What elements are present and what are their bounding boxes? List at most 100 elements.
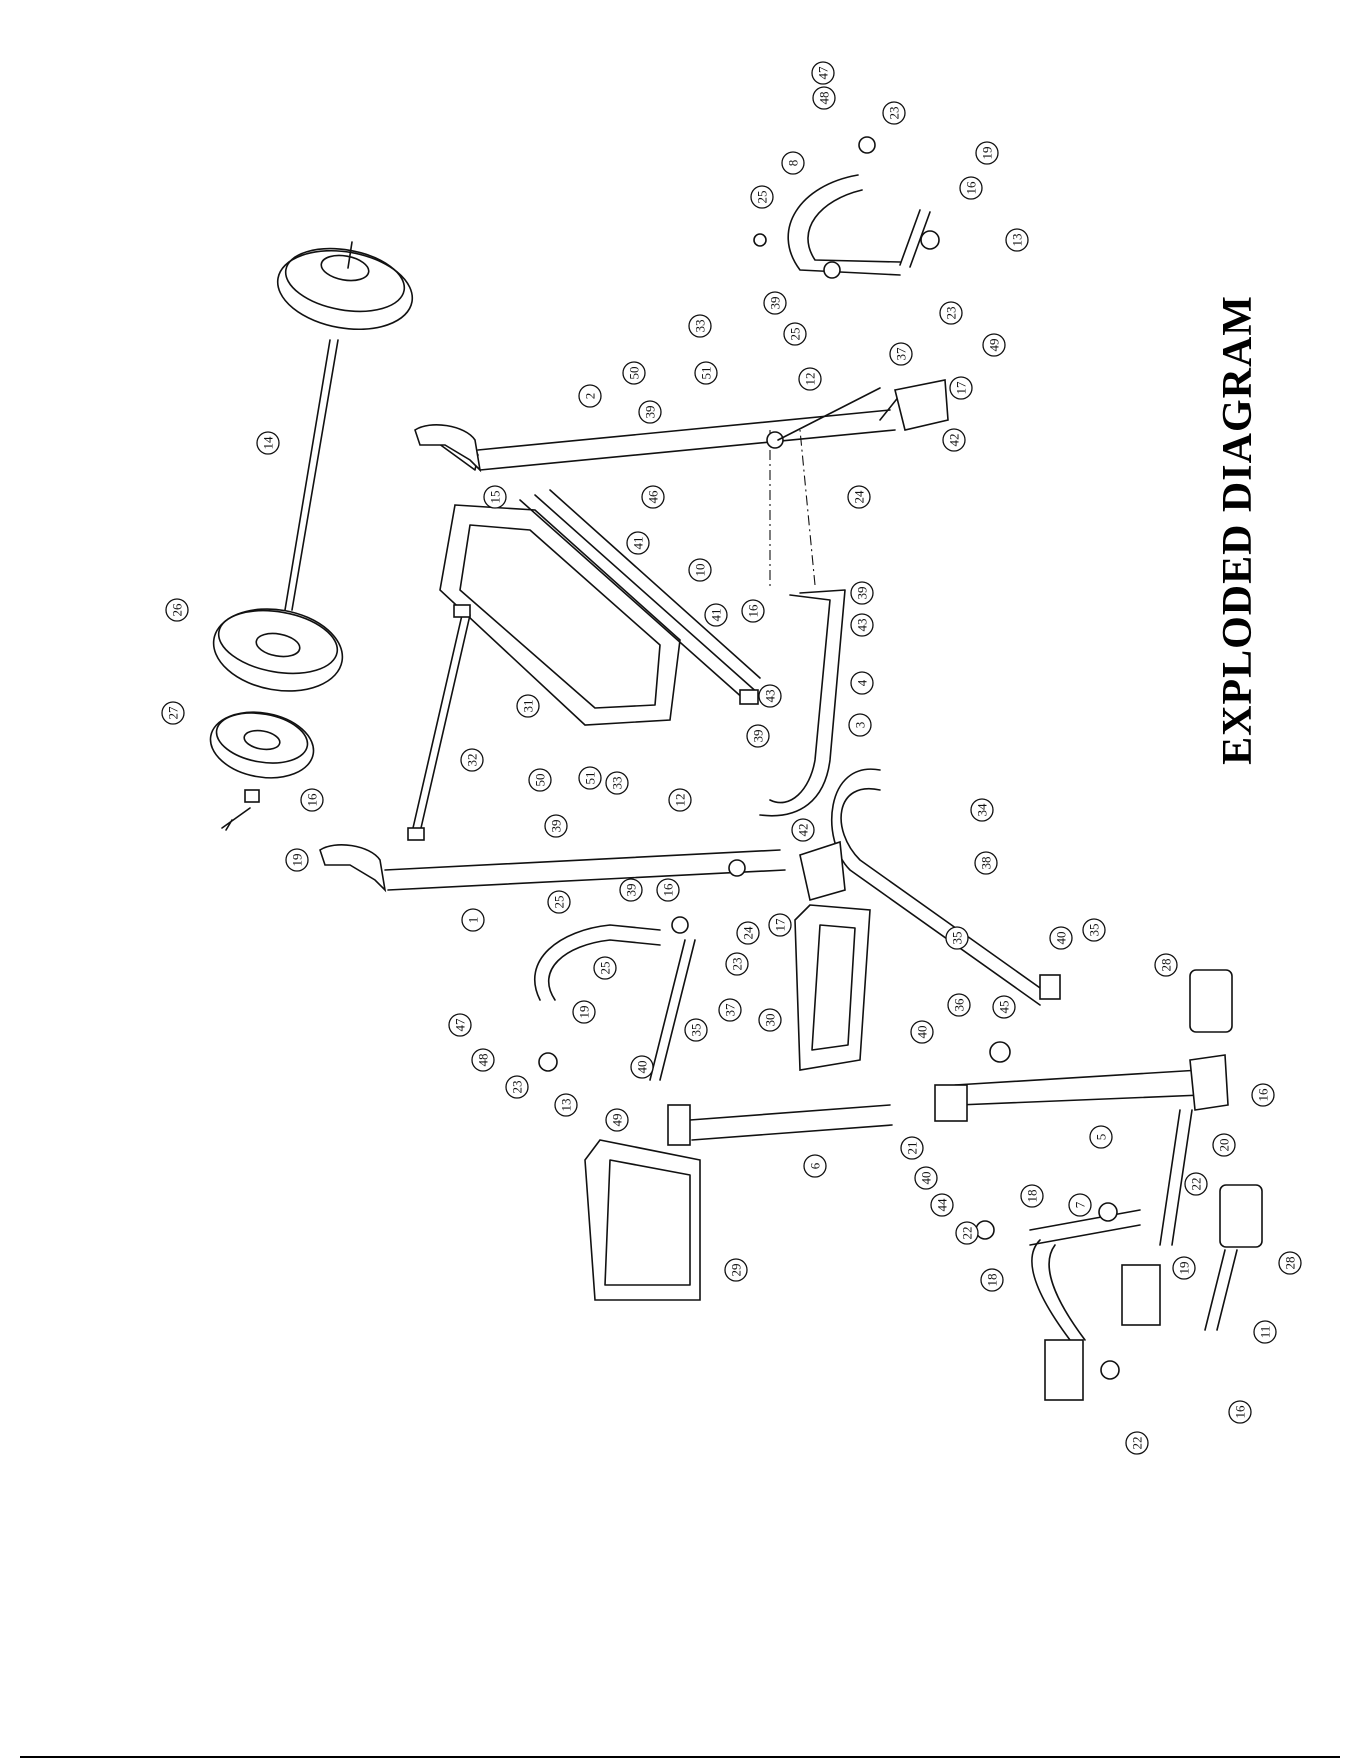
callout: 39 (764, 292, 786, 314)
callout: 40 (915, 1167, 937, 1189)
callout: 20 (1213, 1134, 1235, 1156)
callout: 28 (1279, 1252, 1301, 1274)
callout: 27 (162, 702, 184, 724)
svg-text:16: 16 (964, 181, 979, 195)
svg-text:39: 39 (624, 884, 639, 897)
svg-text:48: 48 (476, 1054, 491, 1067)
svg-text:38: 38 (979, 857, 994, 870)
svg-text:37: 37 (894, 347, 909, 361)
svg-text:47: 47 (816, 66, 831, 80)
callout: 51 (695, 362, 717, 384)
callout: 34 (971, 799, 993, 821)
rollers-28 (1160, 970, 1262, 1330)
svg-text:28: 28 (1159, 959, 1174, 972)
barbell-bar (292, 340, 338, 610)
callout: 49 (983, 334, 1005, 356)
svg-text:16: 16 (1256, 1088, 1271, 1102)
callout: 31 (517, 695, 539, 717)
callout: 23 (940, 302, 962, 324)
svg-text:16: 16 (305, 793, 320, 807)
callout: 21 (901, 1137, 923, 1159)
svg-text:25: 25 (552, 896, 567, 909)
svg-text:6: 6 (808, 1162, 823, 1169)
arm-lower (535, 925, 695, 1080)
callout: 19 (286, 849, 308, 871)
svg-text:22: 22 (960, 1227, 975, 1240)
svg-text:16: 16 (661, 883, 676, 897)
callout: 4 (851, 672, 873, 694)
svg-text:42: 42 (947, 434, 962, 447)
callout: 16 (1252, 1084, 1274, 1106)
svg-text:48: 48 (817, 92, 832, 105)
callout: 39 (851, 582, 873, 604)
svg-text:51: 51 (699, 367, 714, 380)
page-bottom-rule (20, 1756, 1340, 1758)
svg-text:15: 15 (488, 491, 503, 504)
svg-text:50: 50 (533, 774, 548, 787)
svg-text:43: 43 (855, 619, 870, 632)
callout: 16 (742, 600, 764, 622)
svg-text:4: 4 (855, 679, 870, 686)
svg-text:39: 39 (855, 587, 870, 600)
callout: 48 (472, 1049, 494, 1071)
svg-text:12: 12 (803, 373, 818, 386)
svg-text:20: 20 (1217, 1139, 1232, 1152)
callout: 41 (705, 604, 727, 626)
svg-text:7: 7 (1073, 1201, 1088, 1208)
svg-text:2: 2 (583, 393, 598, 400)
callout: 17 (950, 377, 972, 399)
callout: 23 (883, 102, 905, 124)
callout: 50 (623, 362, 645, 384)
callout: 35 (1083, 919, 1105, 941)
svg-text:18: 18 (985, 1274, 1000, 1287)
svg-text:25: 25 (788, 328, 803, 341)
callout: 33 (689, 315, 711, 337)
svg-text:35: 35 (1087, 924, 1102, 937)
callout: 39 (620, 879, 642, 901)
svg-text:40: 40 (919, 1172, 934, 1185)
svg-text:23: 23 (944, 307, 959, 320)
svg-text:1: 1 (466, 917, 481, 924)
title-region: EXPLODED DIAGRAM (1208, 210, 1268, 850)
foot-cap-17b (800, 842, 845, 900)
roller-28-top (1190, 970, 1232, 1032)
barbell-assembly (205, 240, 418, 830)
callout: 17 (769, 914, 791, 936)
callout: 1 (462, 909, 484, 931)
svg-text:49: 49 (987, 339, 1002, 352)
callout: 43 (759, 685, 781, 707)
svg-text:12: 12 (673, 794, 688, 807)
svg-text:23: 23 (510, 1081, 525, 1094)
svg-text:41: 41 (709, 609, 724, 622)
callout: 36 (948, 994, 970, 1016)
svg-text:26: 26 (170, 603, 185, 617)
callout: 23 (506, 1076, 528, 1098)
svg-text:35: 35 (689, 1024, 704, 1037)
svg-text:40: 40 (1054, 932, 1069, 945)
callout: 13 (555, 1094, 577, 1116)
svg-text:39: 39 (643, 406, 658, 419)
svg-text:16: 16 (746, 604, 761, 618)
svg-text:33: 33 (610, 777, 625, 790)
callout: 44 (931, 1194, 953, 1216)
svg-text:5: 5 (1094, 1134, 1109, 1141)
svg-text:44: 44 (935, 1198, 950, 1212)
svg-text:43: 43 (763, 690, 778, 703)
callout: 26 (166, 599, 188, 621)
callout: 24 (848, 486, 870, 508)
barbell-bar-edge (285, 340, 330, 610)
callout: 6 (804, 1155, 826, 1177)
roller-28-bottom (1220, 1185, 1262, 1247)
callout: 18 (1021, 1185, 1043, 1207)
svg-text:10: 10 (693, 564, 708, 577)
svg-text:24: 24 (852, 490, 867, 504)
svg-text:31: 31 (521, 700, 536, 713)
callout: 51 (579, 767, 601, 789)
svg-text:30: 30 (763, 1014, 778, 1027)
svg-text:40: 40 (635, 1061, 650, 1074)
svg-text:16: 16 (1233, 1405, 1248, 1419)
svg-text:28: 28 (1283, 1257, 1298, 1270)
frame-4 (760, 430, 845, 816)
